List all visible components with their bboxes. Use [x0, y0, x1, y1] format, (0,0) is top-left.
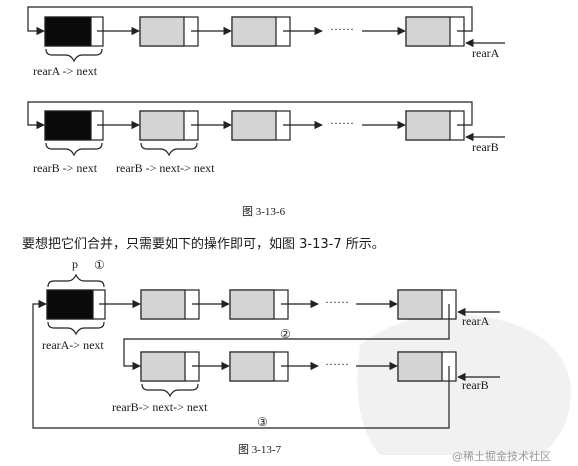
step-1-marker: ① [94, 258, 105, 272]
label-rearA-next-merged: rearA-> next [42, 338, 104, 352]
seal-watermark [357, 313, 571, 455]
label-rearB-next-next-merged: rearB-> next-> next [112, 400, 208, 414]
label-rearB-merged: rearB [462, 378, 489, 392]
ellipsis-merged-b: ······ [325, 357, 349, 371]
label-rearB: rearB [472, 140, 499, 154]
label-rearB-next-next: rearB -> next-> next [116, 161, 215, 175]
ellipsis-b: ······ [330, 116, 354, 130]
list-b-top [27, 101, 505, 157]
label-rearA: rearA [472, 46, 500, 60]
paragraph-text: 要想把它们合并，只需要如下的操作即可，如图 3-13-7 所示。 [22, 237, 385, 252]
label-p: p [72, 257, 78, 271]
step-2-marker: ② [280, 327, 291, 341]
list-a-top [27, 6, 505, 63]
watermark-text: @稀土掘金技术社区 [452, 450, 551, 463]
label-rearB-next: rearB -> next [33, 161, 98, 175]
label-rearA-next: rearA -> next [33, 64, 98, 78]
ellipsis-a: ······ [330, 22, 354, 36]
caption-fig-3-13-7: 图 3-13-7 [238, 444, 282, 456]
caption-fig-3-13-6: 图 3-13-6 [242, 206, 286, 218]
merged-list [32, 273, 500, 429]
ellipsis-merged-a: ······ [325, 295, 349, 309]
step-3-marker: ③ [257, 415, 268, 429]
label-rearA-merged: rearA [462, 314, 490, 328]
